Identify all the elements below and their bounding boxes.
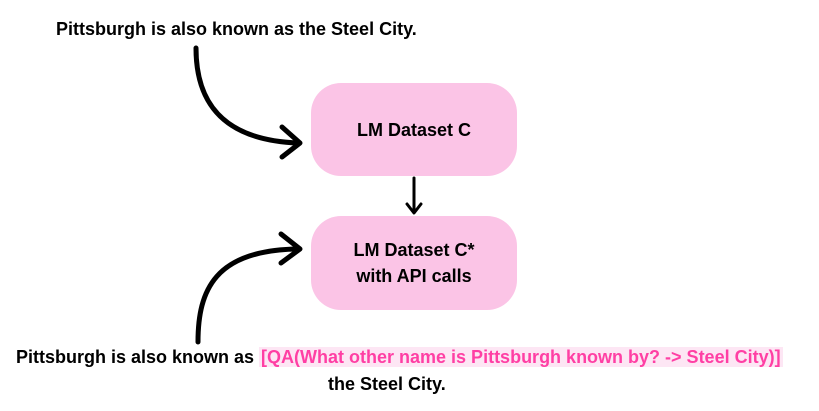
api-call-annotation: [QA(What other name is Pittsburgh known … <box>259 347 783 367</box>
arrow-sentence-to-dataset <box>193 45 303 160</box>
node-lm-dataset-c-star-line2: with API calls <box>356 266 472 286</box>
arrow-dataset-to-augmented <box>405 176 423 215</box>
arrow-bottom-sentence-to-augmented <box>195 231 303 345</box>
bottom-sentence-line1: Pittsburgh is also known as [QA(What oth… <box>16 347 783 368</box>
bottom-sentence-suffix: the Steel City. <box>328 374 446 394</box>
node-lm-dataset-c-star-line1: LM Dataset C* <box>353 240 475 260</box>
top-sentence: Pittsburgh is also known as the Steel Ci… <box>56 19 417 39</box>
node-lm-dataset-c-label: LM Dataset C <box>356 119 472 140</box>
node-lm-dataset-c: LM Dataset C <box>311 83 517 176</box>
node-lm-dataset-c-star: LM Dataset C* with API calls <box>311 216 517 310</box>
bottom-sentence-prefix: Pittsburgh is also known as <box>16 347 260 367</box>
